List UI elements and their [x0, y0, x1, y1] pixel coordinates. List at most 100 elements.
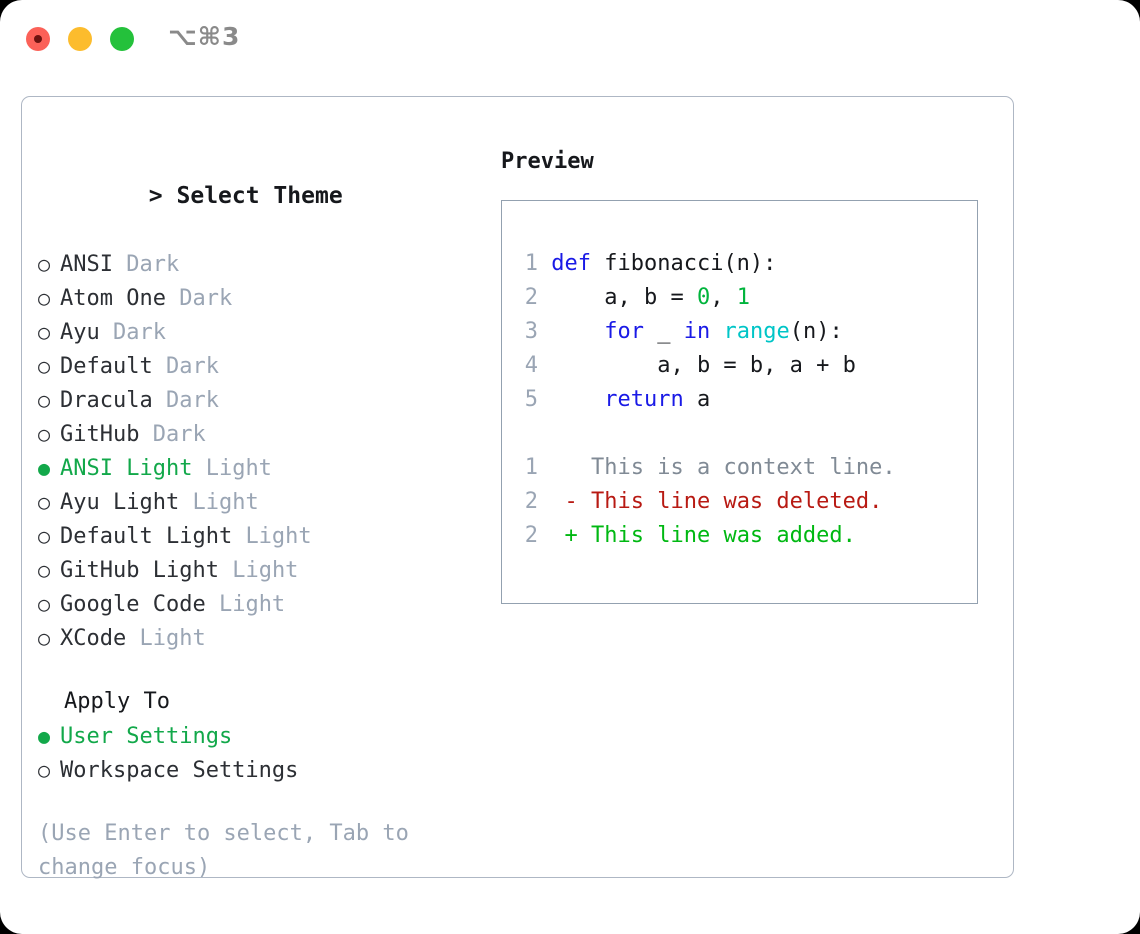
code-token-kw: for — [604, 319, 644, 344]
traffic-light-controls — [26, 27, 134, 51]
gutter-space — [538, 319, 551, 344]
line-number: 1 — [524, 455, 538, 480]
radio-unselected-icon: ○ — [38, 592, 51, 616]
theme-option-dracula[interactable]: ○Dracula Dark — [38, 383, 488, 417]
code-token-plain: , — [710, 285, 737, 310]
code-token-plain: a — [683, 387, 711, 412]
theme-option-ansi[interactable]: ○ ANSI Dark — [38, 247, 488, 281]
theme-option-github-light[interactable]: ○GitHub Light Light — [38, 553, 488, 587]
theme-option-google-code[interactable]: ○Google Code Light — [38, 587, 488, 621]
code-token-plain: _ — [643, 319, 684, 344]
preview-title: Preview — [501, 149, 594, 174]
radio-unselected-icon: ○ — [38, 490, 51, 514]
theme-picker-column: > Select Theme ○ANSI Dark○Atom One Dark○… — [38, 145, 488, 885]
diff-line: 1 This is a context line. — [514, 451, 971, 485]
apply-to-option-label: User Settings — [60, 724, 233, 749]
theme-option-ayu[interactable]: ○ Ayu Dark — [38, 315, 488, 349]
code-token-fn: range — [723, 319, 790, 344]
theme-option-label: GitHub Light — [60, 558, 219, 583]
diff-text: This is a context line. — [577, 455, 896, 480]
theme-option-category: Dark — [113, 320, 166, 345]
theme-option-label: XCode — [60, 626, 127, 651]
line-number: 2 — [524, 523, 538, 548]
radio-unselected-icon: ○ — [38, 354, 51, 378]
gutter-space — [538, 455, 565, 480]
apply-to-option-user-settings[interactable]: ● User Settings — [38, 719, 488, 753]
theme-option-category: Light — [192, 490, 259, 515]
theme-option-label: Ayu — [60, 320, 100, 345]
close-button-icon[interactable] — [26, 27, 50, 51]
theme-option-label: ANSI Light — [60, 456, 193, 481]
theme-option-atom-one[interactable]: ○Atom One Dark — [38, 281, 488, 315]
theme-option-xcode[interactable]: ○XCode Light — [38, 621, 488, 655]
theme-option-github[interactable]: ○GitHub Dark — [38, 417, 488, 451]
code-token-plain: (n): — [789, 319, 843, 344]
radio-unselected-icon: ○ — [38, 558, 51, 582]
caret-icon: > — [148, 183, 163, 209]
gutter-space — [538, 523, 565, 548]
code-token-plain: a, b = b, a + b — [551, 353, 856, 378]
theme-option-category: Dark — [126, 252, 180, 277]
radio-selected-icon: ● — [38, 724, 51, 748]
line-number: 2 — [524, 285, 538, 310]
gutter-space — [538, 387, 551, 412]
preview-column: Preview 1 def fibonacci(n):2 a, b = 0, 1… — [501, 145, 1001, 604]
code-line: 3 for _ in range(n): — [514, 315, 971, 349]
code-token-plain — [710, 319, 723, 344]
code-line: 2 a, b = 0, 1 — [514, 281, 971, 315]
title-bar: ⌥⌘3 — [0, 0, 1140, 78]
select-theme-heading: > Select Theme — [38, 145, 488, 247]
radio-unselected-icon: ○ — [38, 252, 51, 276]
diff-spacer — [514, 417, 971, 451]
theme-option-label: Default — [60, 354, 153, 379]
gutter-space — [538, 285, 551, 310]
radio-unselected-icon: ○ — [38, 286, 51, 310]
code-token-num: 1 — [736, 285, 750, 310]
keyboard-hint-text: (Use Enter to select, Tab to change focu… — [38, 821, 409, 880]
theme-option-category: Dark — [152, 422, 206, 447]
theme-option-category: Light — [218, 592, 286, 617]
code-token-kw: return — [604, 387, 684, 412]
theme-option-label: GitHub — [60, 422, 140, 447]
theme-option-category: Dark — [179, 286, 233, 311]
diff-sample: 1 This is a context line.2 - This line w… — [514, 451, 971, 553]
line-number: 3 — [524, 319, 538, 344]
main-panel: > Select Theme ○ANSI Dark○Atom One Dark○… — [21, 96, 1014, 880]
diff-marker: + — [564, 523, 578, 548]
code-line: 4 a, b = b, a + b — [514, 349, 971, 383]
theme-option-ansi-light[interactable]: ●ANSI Light Light — [38, 451, 488, 485]
line-number: 1 — [524, 251, 538, 276]
theme-list: ○ANSI Dark○Atom One Dark○Ayu Dark○Defaul… — [38, 247, 488, 655]
diff-line: 2 + This line was added. — [514, 519, 971, 553]
radio-unselected-icon: ○ — [38, 320, 51, 344]
diff-text: This line was deleted. — [577, 489, 883, 514]
code-token-plain — [551, 387, 604, 412]
code-token-plain — [551, 319, 604, 344]
code-token-plain: fibonacci(n): — [604, 251, 777, 276]
radio-selected-icon: ● — [38, 456, 51, 480]
theme-option-label: ANSI — [60, 252, 113, 277]
minimize-button-icon[interactable] — [68, 27, 92, 51]
radio-unselected-icon: ○ — [38, 388, 51, 412]
code-token-plain: a, b = — [551, 285, 697, 310]
radio-unselected-icon: ○ — [38, 626, 51, 650]
theme-option-category: Light — [245, 524, 312, 549]
maximize-button-icon[interactable] — [110, 27, 134, 51]
gutter-space — [538, 353, 551, 378]
line-number: 5 — [524, 387, 538, 412]
gutter-space — [538, 251, 551, 276]
theme-option-category: Dark — [165, 354, 219, 379]
theme-option-label: Dracula — [60, 388, 153, 413]
theme-option-ayu-light[interactable]: ○ Ayu Light Light — [38, 485, 488, 519]
apply-to-option-workspace-settings[interactable]: ○Workspace Settings — [38, 753, 488, 787]
theme-option-default-light[interactable]: ○Default Light Light — [38, 519, 488, 553]
apply-to-option-label: Workspace Settings — [60, 758, 299, 783]
diff-text: This line was added. — [577, 523, 856, 548]
theme-option-default[interactable]: ○ Default Dark — [38, 349, 488, 383]
theme-option-label: Ayu Light — [60, 490, 180, 515]
theme-option-label: Default Light — [60, 524, 233, 549]
